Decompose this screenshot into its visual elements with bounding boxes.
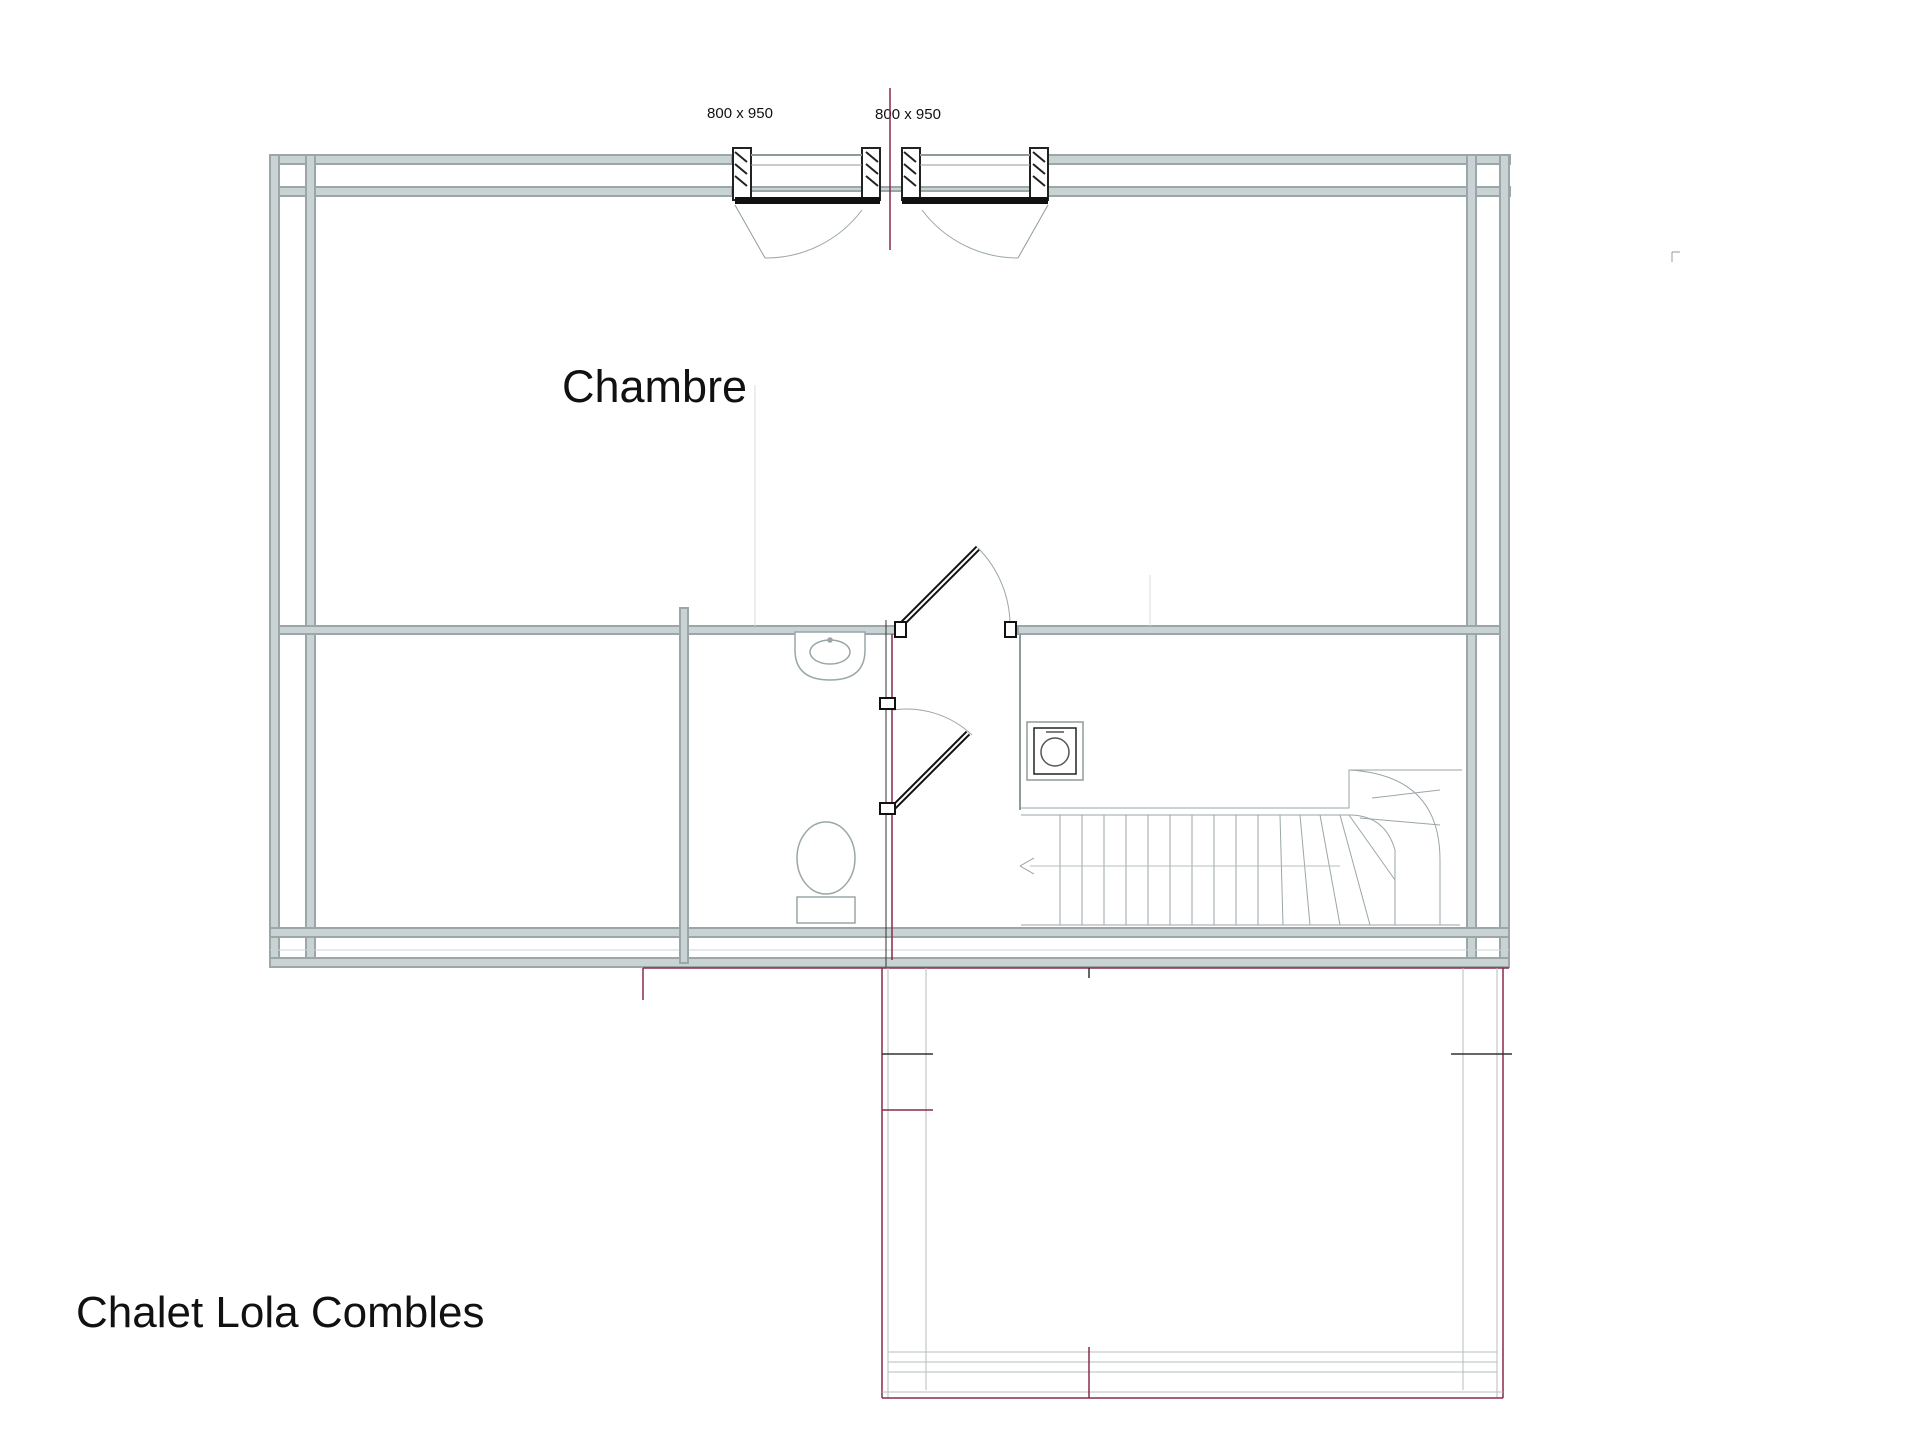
- guide-lines: [754, 385, 1151, 626]
- plan-caption: Chalet Lola Combles: [76, 1288, 484, 1337]
- window-left-size-label: 800 x 950: [707, 105, 773, 122]
- window-right: [901, 147, 1049, 259]
- bedroom-door: [894, 545, 1017, 638]
- window-right-size-label: 800 x 950: [875, 106, 941, 123]
- appliance-icon: [1026, 721, 1084, 781]
- room-label-chambre: Chambre: [562, 361, 747, 412]
- sink-icon: [794, 631, 866, 681]
- scan-marks: [1671, 251, 1680, 262]
- bathroom-door: [879, 620, 973, 967]
- staircase: [1019, 769, 1462, 926]
- toilet-icon: [796, 821, 856, 924]
- lower-annex: [642, 967, 1512, 1399]
- interior-walls: [278, 607, 1501, 964]
- outer-walls: [269, 154, 1511, 968]
- window-left: [732, 147, 881, 259]
